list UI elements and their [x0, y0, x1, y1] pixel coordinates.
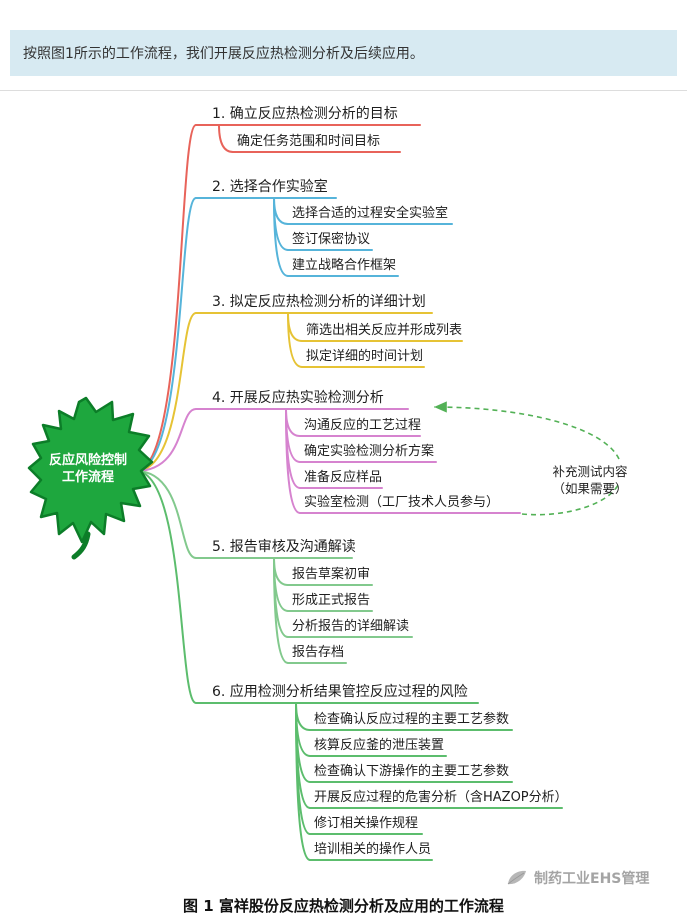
branch2-child1-connector: [273, 197, 289, 225]
branch6-child2-connector: [295, 702, 311, 757]
topic-6-label: 6. 应用检测分析结果管控反应过程的风险: [212, 684, 468, 700]
figure-caption: 图 1 富祥股份反应热检测分析及应用的工作流程: [183, 897, 504, 915]
branch6-child4-connector: [295, 702, 311, 809]
branch4-child1-connector: [285, 408, 301, 437]
watermark-text: 制药工业EHS管理: [534, 871, 650, 887]
subtopic-2-2-label: 签订保密协议: [292, 232, 371, 247]
root-topic-label: 反应风险控制 工作流程: [36, 452, 140, 486]
annotation-line1: 补充测试内容: [552, 464, 628, 479]
topic-5-label: 5. 报告审核及沟通解读: [212, 539, 356, 555]
subtopic-6-1-label: 检查确认反应过程的主要工艺参数: [314, 712, 510, 727]
subtopic-3-2-label: 拟定详细的时间计划: [306, 349, 424, 364]
branch2-root-curve: [135, 197, 197, 472]
subtopic-6-5-label: 修订相关操作规程: [314, 816, 419, 831]
subtopic-1-1-label: 确定任务范围和时间目标: [237, 134, 381, 149]
intro-banner: 按照图1所示的工作流程，我们开展反应热检测分析及后续应用。: [10, 30, 677, 76]
subtopic-4-1-label: 沟通反应的工艺过程: [304, 418, 422, 433]
branch6-child1-connector: [295, 702, 311, 731]
branch5-child1-connector: [273, 557, 289, 586]
watermark: 制药工业EHS管理: [505, 868, 649, 888]
branch5-child4-connector: [273, 557, 289, 664]
subtopic-6-2-label: 核算反应釜的泄压装置: [314, 738, 445, 753]
topic-2-label: 2. 选择合作实验室: [212, 179, 328, 195]
branch4-child4-connector: [285, 408, 301, 514]
branch6-child6-connector: [295, 702, 311, 861]
subtopic-2-3-label: 建立战略合作框架: [292, 258, 397, 273]
subtopic-5-4-label: 报告存档: [292, 645, 345, 660]
subtopic-2-1-label: 选择合适的过程安全实验室: [292, 206, 449, 221]
branch3-child2-connector: [287, 312, 303, 368]
subtopic-5-2-label: 形成正式报告: [292, 593, 371, 608]
branch4-child2-connector: [285, 408, 301, 463]
section-divider: [0, 90, 687, 91]
intro-text: 按照图1所示的工作流程，我们开展反应热检测分析及后续应用。: [23, 46, 424, 62]
root-topic-line2: 工作流程: [61, 470, 114, 485]
topic-4-label: 4. 开展反应热实验检测分析: [212, 390, 384, 406]
root-topic-line1: 反应风险控制: [48, 453, 127, 468]
branch1-child1-connector: [218, 124, 234, 153]
subtopic-6-6-label: 培训相关的操作人员: [314, 842, 432, 857]
subtopic-3-1-label: 筛选出相关反应并形成列表: [306, 323, 463, 338]
subtopic-4-4-label: 实验室检测（工厂技术人员参与）: [304, 495, 500, 510]
topic-1-label: 1. 确立反应热检测分析的目标: [212, 106, 398, 122]
branch6-child3-connector: [295, 702, 311, 783]
branch5-child3-connector: [273, 557, 289, 638]
branch3-root-curve: [135, 312, 197, 472]
branch6-child5-connector: [295, 702, 311, 835]
annotation-line2: （如果需要）: [552, 481, 628, 496]
branch4-root-curve: [135, 408, 197, 472]
subtopic-5-3-label: 分析报告的详细解读: [292, 619, 410, 634]
subtopic-4-3-label: 准备反应样品: [304, 470, 383, 485]
branch6-root-curve: [135, 470, 197, 704]
subtopic-6-3-label: 检查确认下游操作的主要工艺参数: [314, 764, 510, 779]
subtopic-5-1-label: 报告草案初审: [292, 567, 371, 582]
branch2-child3-connector: [273, 197, 289, 277]
branch3-child1-connector: [287, 312, 303, 342]
branch2-child2-connector: [273, 197, 289, 251]
topic-3-label: 3. 拟定反应热检测分析的详细计划: [212, 294, 426, 310]
branch5-root-curve: [135, 470, 197, 559]
annotation-note: 补充测试内容 （如果需要）: [533, 463, 647, 497]
leaf-stem: [71, 531, 91, 560]
subtopic-6-4-label: 开展反应过程的危害分析（含HAZOP分析）: [314, 790, 568, 805]
leaf-stamp-icon: [507, 870, 526, 885]
annotation-dashed-arrow-upper: [433, 401, 620, 460]
branch4-child3-connector: [285, 408, 301, 489]
branch5-child2-connector: [273, 557, 289, 612]
subtopic-4-2-label: 确定实验检测分析方案: [304, 444, 435, 459]
branch1-root-curve: [135, 124, 197, 472]
